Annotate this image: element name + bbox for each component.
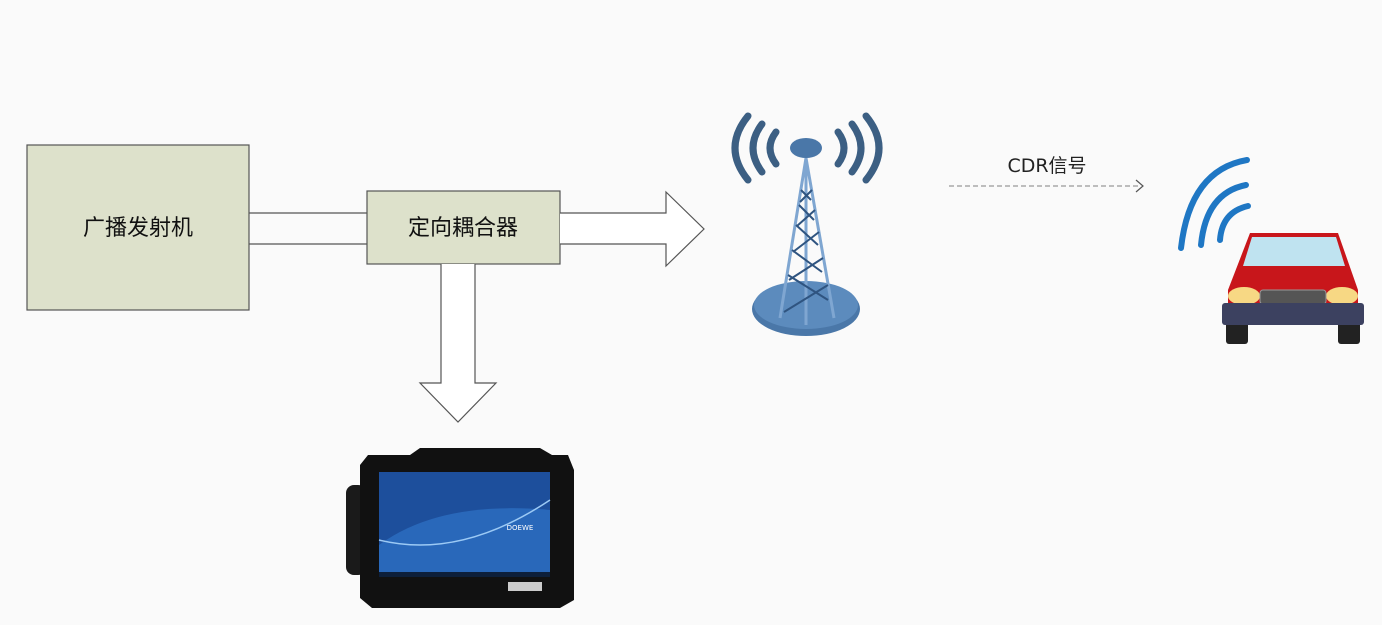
tablet-screen-brand: DOEWE <box>507 524 534 532</box>
transmitter-label: 广播发射机 <box>83 216 193 241</box>
connector-arrow-body <box>249 212 367 245</box>
tablet-device-image: DOEWE <box>346 448 574 608</box>
car-icon <box>1178 157 1364 344</box>
coupler-box: 定向耦合器 <box>366 190 561 265</box>
down-arrow <box>418 264 498 423</box>
cdr-signal-label: CDR信号 <box>1007 155 1086 177</box>
transmitter-box: 广播发射机 <box>26 144 250 311</box>
broadcast-tower-icon <box>731 112 883 336</box>
cdr-signal-arrow: CDR信号 <box>949 155 1144 193</box>
right-arrow <box>560 190 705 268</box>
coupler-label: 定向耦合器 <box>408 216 518 241</box>
